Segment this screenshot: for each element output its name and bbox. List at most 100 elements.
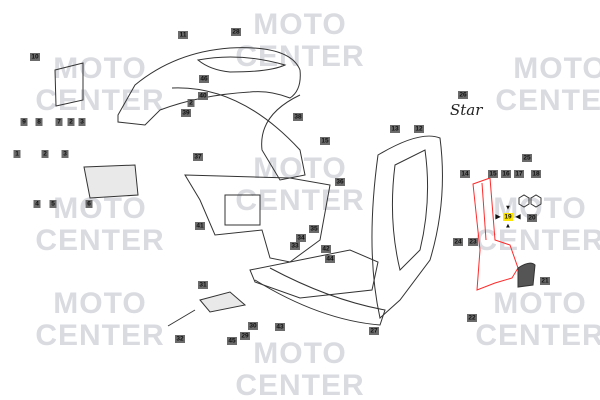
- part-label[interactable]: 7: [55, 118, 63, 126]
- part-label[interactable]: 13: [390, 125, 400, 133]
- part-label[interactable]: 15: [488, 170, 498, 178]
- part-label[interactable]: 14: [460, 170, 470, 178]
- part-number: 2: [69, 119, 73, 126]
- part-label[interactable]: 25: [522, 154, 532, 162]
- part-label[interactable]: 11: [178, 31, 188, 39]
- part-number: 6: [87, 201, 91, 208]
- part-number: 32: [176, 336, 184, 343]
- part-number: 3: [80, 119, 84, 126]
- part-label[interactable]: 12: [414, 125, 424, 133]
- part-number: 7: [57, 119, 61, 126]
- part-number: 46: [200, 76, 208, 83]
- license-plate: [54, 62, 84, 107]
- part-number: 18: [532, 171, 540, 178]
- part-number: 3: [63, 151, 67, 158]
- part-number: 21: [541, 278, 549, 285]
- part-label[interactable]: 22: [467, 314, 477, 322]
- front-shield-upper: [117, 47, 306, 181]
- part-number: 43: [276, 324, 284, 331]
- part-label[interactable]: 27: [369, 327, 379, 335]
- part-label[interactable]: 42: [321, 245, 331, 253]
- part-number: 24: [454, 239, 462, 246]
- part-label[interactable]: 28: [231, 28, 241, 36]
- part-label[interactable]: 2: [41, 150, 49, 158]
- part-label[interactable]: 5: [49, 200, 57, 208]
- part-label[interactable]: 36: [335, 178, 345, 186]
- part-number: 31: [199, 282, 207, 289]
- part-label[interactable]: 8: [35, 118, 43, 126]
- part-label[interactable]: 3: [61, 150, 69, 158]
- part-label[interactable]: 15: [320, 137, 330, 145]
- watermark-text: CENTER: [495, 0, 600, 5]
- part-number: 2: [189, 100, 193, 107]
- part-label[interactable]: 38: [293, 113, 303, 121]
- part-label[interactable]: 26: [458, 91, 468, 99]
- part-label[interactable]: 17: [514, 170, 524, 178]
- part-label-selected[interactable]: ▶◀▼▲19: [495, 205, 522, 230]
- part-number: 16: [502, 171, 510, 178]
- part-number: 34: [297, 235, 305, 242]
- part-label[interactable]: 43: [275, 323, 285, 331]
- part-label[interactable]: 30: [248, 322, 258, 330]
- watermark-text: CENTER: [235, 40, 364, 73]
- part-label[interactable]: 39: [181, 109, 191, 117]
- selection-arrow-icon: ▶: [495, 214, 502, 221]
- part-label[interactable]: 2: [187, 99, 195, 107]
- part-number: 38: [294, 114, 302, 121]
- watermark-text: CENTER: [235, 369, 364, 400]
- part-label[interactable]: 45: [227, 337, 237, 345]
- part-label[interactable]: 33: [290, 242, 300, 250]
- part-label[interactable]: 31: [198, 281, 208, 289]
- part-label[interactable]: 2: [67, 118, 75, 126]
- part-label[interactable]: 10: [30, 53, 40, 61]
- part-label[interactable]: 4: [33, 200, 41, 208]
- part-label[interactable]: 29: [240, 332, 250, 340]
- part-label[interactable]: 23: [468, 238, 478, 246]
- watermark-text: CENTER: [35, 84, 164, 117]
- watermark-text: MOTO: [513, 52, 600, 85]
- part-label[interactable]: 20: [527, 214, 537, 222]
- part-label[interactable]: 18: [531, 170, 541, 178]
- part-label[interactable]: 21: [540, 277, 550, 285]
- part-label[interactable]: 41: [195, 222, 205, 230]
- part-number: 29: [241, 333, 249, 340]
- part-label[interactable]: 37: [193, 153, 203, 161]
- part-label[interactable]: 32: [175, 335, 185, 343]
- part-label[interactable]: 46: [199, 75, 209, 83]
- part-number: 13: [391, 126, 399, 133]
- part-label[interactable]: 24: [453, 238, 463, 246]
- part-label[interactable]: 16: [501, 170, 511, 178]
- part-label[interactable]: 35: [309, 225, 319, 233]
- part-number: 14: [461, 171, 469, 178]
- toolbox: [83, 164, 139, 199]
- part-number: 42: [322, 246, 330, 253]
- part-number: 23: [469, 239, 477, 246]
- part-number: 22: [468, 315, 476, 322]
- cap-nut: [518, 194, 542, 208]
- rear-grille: [517, 262, 536, 288]
- part-label[interactable]: 44: [325, 255, 335, 263]
- part-number: 33: [291, 243, 299, 250]
- part-number: 11: [180, 32, 187, 39]
- part-label[interactable]: 9: [20, 118, 28, 126]
- part-number: 39: [182, 110, 190, 117]
- part-number: 26: [459, 92, 467, 99]
- part-label[interactable]: 1: [13, 150, 21, 158]
- selection-arrow-icon: ▼: [505, 205, 511, 212]
- part-number: 20: [528, 215, 536, 222]
- stand-bracket: [167, 291, 247, 327]
- part-label[interactable]: 34: [296, 234, 306, 242]
- part-number: 40: [199, 93, 207, 100]
- part-number: 44: [326, 256, 334, 263]
- part-label[interactable]: 6: [85, 200, 93, 208]
- part-label[interactable]: 3: [78, 118, 86, 126]
- part-label[interactable]: 40: [198, 92, 208, 100]
- part-number: 30: [249, 323, 257, 330]
- selection-arrow-icon: ▲: [505, 223, 511, 230]
- part-number: 25: [523, 155, 531, 162]
- watermark-text: CENTER: [35, 224, 164, 257]
- part-number: 5: [51, 201, 55, 208]
